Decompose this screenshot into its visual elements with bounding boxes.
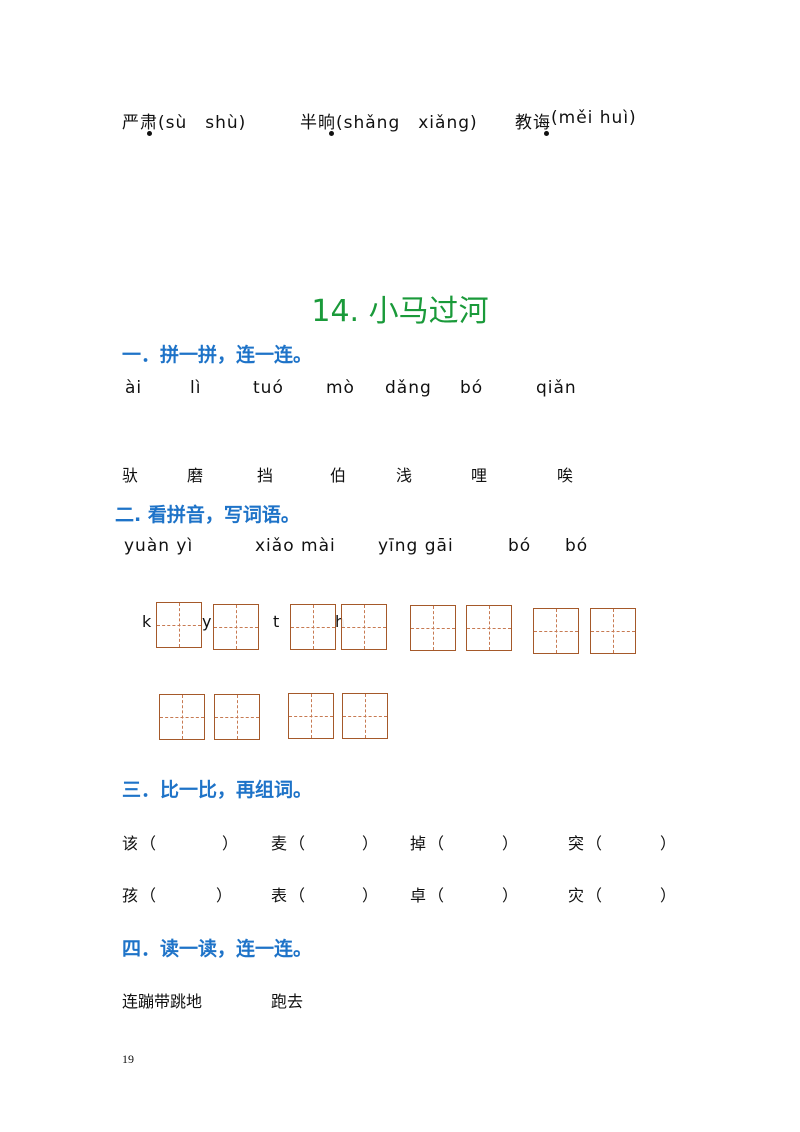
char-item: 伯 — [330, 466, 347, 485]
emphasis-dot — [329, 131, 334, 136]
pinyin-item: mò — [326, 378, 355, 398]
compare-char: 灾 — [568, 886, 585, 905]
paren-open: （ — [428, 834, 445, 853]
paren-open: （ — [586, 834, 603, 853]
paren-close: ） — [222, 834, 239, 853]
word-yansu-pinyin: (sù shù) — [158, 113, 247, 133]
paren-close: ） — [362, 834, 379, 853]
paren-open: （ — [428, 886, 445, 905]
char-item: 挡 — [257, 466, 274, 485]
emphasis-dot — [544, 131, 549, 136]
writing-grid-box[interactable] — [156, 602, 202, 648]
pinyin-item: lì — [190, 378, 202, 398]
writing-grid-box[interactable] — [410, 605, 456, 651]
paren-open: （ — [289, 886, 306, 905]
pinyin-item: yīng gāi — [378, 536, 454, 556]
page-number: 19 — [122, 1052, 134, 1066]
paren-open: （ — [586, 886, 603, 905]
pinyin-item: bó — [508, 536, 532, 556]
paren-close: ） — [660, 886, 677, 905]
compare-char: 孩 — [122, 886, 139, 905]
pinyin-item: tuó — [253, 378, 284, 398]
partial-letter: t — [273, 612, 280, 631]
pinyin-item: ài — [125, 378, 143, 398]
writing-grid-box[interactable] — [466, 605, 512, 651]
phrase-left: 连蹦带跳地 — [122, 992, 203, 1011]
section1-heading: 一．拼一拼，连一连。 — [122, 344, 313, 366]
word-jiaohui-pinyin: (měi huì) — [551, 108, 637, 128]
section4-heading: 四．读一读，连一连。 — [122, 938, 313, 960]
word-banshang: 半晌 — [300, 113, 336, 133]
paren-close: ） — [502, 886, 519, 905]
compare-char: 掉 — [410, 834, 427, 853]
compare-char: 卓 — [410, 886, 427, 905]
writing-grid-box[interactable] — [288, 693, 334, 739]
writing-grid-box[interactable] — [159, 694, 205, 740]
paren-open: （ — [289, 834, 306, 853]
paren-open: （ — [140, 886, 157, 905]
char-item: 唉 — [557, 466, 574, 485]
paren-close: ） — [502, 834, 519, 853]
compare-char: 表 — [271, 886, 288, 905]
phrase-right: 跑去 — [271, 992, 304, 1011]
partial-letter: k — [142, 612, 152, 631]
section3-heading: 三．比一比，再组词。 — [122, 779, 313, 801]
paren-close: ） — [362, 886, 379, 905]
partial-letter: h — [335, 612, 345, 631]
section2-heading: 二. 看拼音，写词语。 — [115, 504, 300, 526]
writing-grid-box[interactable] — [533, 608, 579, 654]
pinyin-item: dǎng — [385, 378, 432, 398]
partial-letter: y — [202, 612, 212, 631]
lesson-title: 14. 小马过河 — [311, 294, 489, 329]
pinyin-item: qiǎn — [536, 378, 577, 398]
char-item: 驮 — [122, 466, 139, 485]
writing-grid-box[interactable] — [290, 604, 336, 650]
word-banshang-pinyin: (shǎng xiǎng) — [336, 113, 478, 133]
char-item: 浅 — [396, 466, 413, 485]
writing-grid-box[interactable] — [590, 608, 636, 654]
word-yansu: 严肃 — [122, 113, 158, 133]
char-item: 哩 — [471, 466, 488, 485]
compare-char: 该 — [122, 834, 139, 853]
compare-char: 突 — [568, 834, 585, 853]
char-item: 磨 — [187, 466, 204, 485]
word-jiaohui: 教诲 — [515, 113, 551, 133]
pinyin-item: xiǎo mài — [255, 536, 336, 556]
paren-close: ） — [216, 886, 233, 905]
paren-open: （ — [140, 834, 157, 853]
emphasis-dot — [147, 131, 152, 136]
writing-grid-box[interactable] — [342, 693, 388, 739]
pinyin-item: bó — [460, 378, 484, 398]
paren-close: ） — [660, 834, 677, 853]
pinyin-item: bó — [565, 536, 589, 556]
compare-char: 麦 — [271, 834, 288, 853]
writing-grid-box[interactable] — [214, 694, 260, 740]
writing-grid-box[interactable] — [341, 604, 387, 650]
writing-grid-box[interactable] — [213, 604, 259, 650]
pinyin-item: yuàn yì — [124, 536, 194, 556]
